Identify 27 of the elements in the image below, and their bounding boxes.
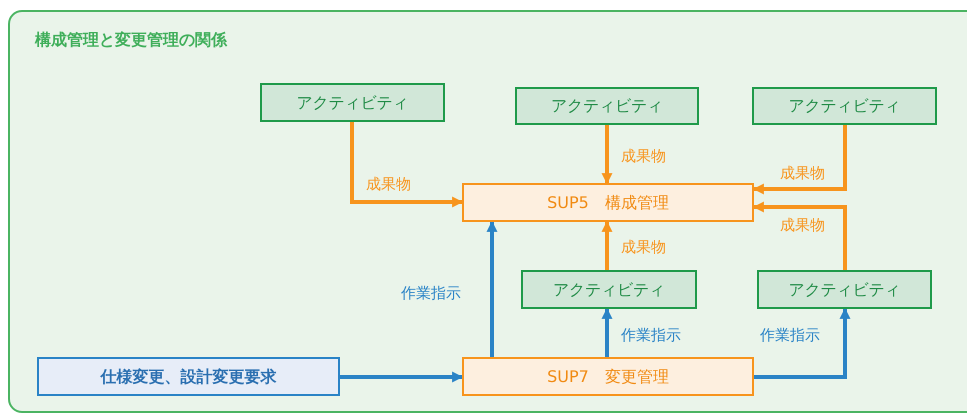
process-box: SUP7 変更管理 [462,357,754,396]
activity-box: アクティビティ [260,83,445,122]
arrow [486,220,498,357]
edge-label: 成果物 [620,238,667,256]
activity-box: アクティビティ [757,270,932,309]
arrow [602,308,612,357]
arrow [350,122,464,208]
arrow [752,202,847,270]
edge-label: 成果物 [779,216,826,234]
arrow [602,220,612,270]
group-panel [8,10,967,413]
process-box: SUP5 構成管理 [462,183,754,222]
activity-box: アクティビティ [515,87,699,125]
edge-label: 成果物 [779,164,826,182]
request-box: 仕様変更、設計変更要求 [37,357,340,396]
arrow [754,308,850,379]
edge-label: 作業指示 [400,284,462,302]
edge-label: 作業指示 [620,326,682,344]
edge-label: 成果物 [620,147,667,165]
panel-heading: 構成管理と変更管理の関係 [35,29,227,51]
arrow [340,372,464,382]
arrow [752,125,847,194]
activity-box: アクティビティ [752,87,937,125]
edge-label: 成果物 [365,175,412,193]
activity-box: アクティビティ [521,270,697,309]
arrow [602,125,612,184]
edge-label: 作業指示 [759,326,821,344]
